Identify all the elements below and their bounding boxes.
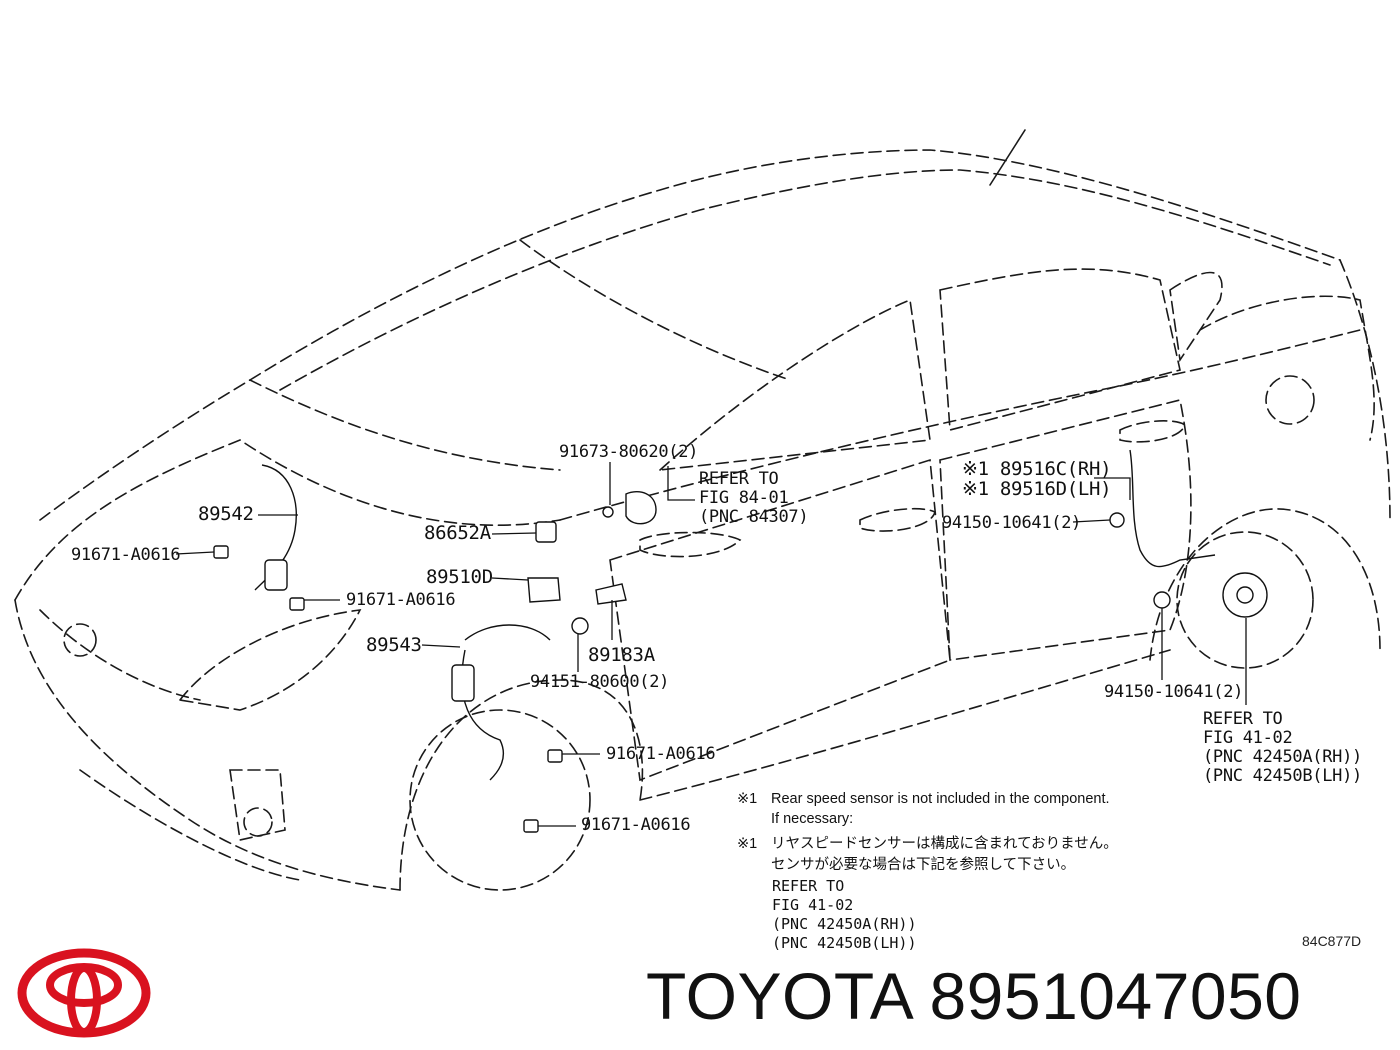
callout-91671-a0616-4: 91671-A0616: [581, 815, 691, 835]
bolt-91671-c: [547, 749, 563, 763]
bolt-91671-b: [289, 597, 305, 611]
note-jp-line2: センサが必要な場合は下記を参照して下さい。: [771, 857, 1076, 873]
callout-89183a: 89183A: [588, 644, 655, 666]
note-mark-jp: ※1: [737, 836, 758, 852]
leader-86652a: [491, 532, 537, 535]
callout-91671-a0616-3: 91671-A0616: [606, 744, 716, 764]
windshield-pillar: [519, 239, 791, 381]
callout-fig-41-02: FIG 41-02: [1203, 728, 1293, 748]
callout-89543: 89543: [366, 634, 422, 656]
rocker: [639, 649, 1171, 801]
rear-hub-center: [1236, 586, 1254, 604]
rear-wheel: [1176, 531, 1314, 669]
front-wheel: [409, 709, 591, 891]
sensor-84307: [625, 491, 657, 525]
door-handle-front: [859, 507, 936, 532]
callout-refer-to-84: REFER TO: [699, 469, 779, 489]
screw-91673: [602, 506, 614, 518]
callout-fig-84-01: FIG 84-01: [699, 488, 789, 508]
callout-pnc-42450b: (PNC 42450B(LH)): [1203, 766, 1362, 786]
callout-94151-80600: 94151-80600(2): [530, 672, 670, 692]
callout-94150-10641-1: 94150-10641(2): [942, 513, 1082, 533]
note-jp-line1: リヤスピードセンサーは構成に含まれておりません。: [771, 836, 1118, 852]
nut-94150-b: [1153, 591, 1171, 609]
windshield-lower: [249, 379, 561, 471]
callout-91673-80620: 91673-80620(2): [559, 442, 699, 462]
hood-line: [39, 379, 251, 521]
callout-91671-a0616-2: 91671-A0616: [346, 590, 456, 610]
tail-lamp: [1199, 295, 1375, 441]
note-en-line1: Rear speed sensor is not included in the…: [771, 791, 1110, 807]
illustration-code: 84C877D: [1302, 933, 1362, 949]
front-fender: [399, 679, 644, 891]
leader-89516: [1094, 477, 1131, 500]
note-pnc-a: (PNC 42450A(RH)): [772, 915, 917, 933]
roof-line: [249, 149, 1341, 381]
front-door: [609, 458, 951, 782]
fuel-cap: [1265, 375, 1315, 425]
note-refer-to: REFER TO: [772, 877, 845, 895]
nut-94150-a: [1109, 512, 1125, 528]
part-title: TOYOTA 8951047050: [646, 959, 1302, 1033]
clip-86652a: [535, 521, 557, 543]
note-mark-en: ※1: [737, 791, 758, 807]
sensor-89543: [451, 664, 475, 702]
rear-body: [1339, 259, 1391, 521]
grille: [39, 609, 201, 701]
rear-window: [939, 268, 1181, 432]
toyota-logo: [17, 948, 151, 1038]
rear-fender: [1149, 508, 1381, 661]
callout-94150-10641-2: 94150-10641(2): [1104, 682, 1244, 702]
foglight-lens: [243, 807, 273, 837]
emblem-front: [63, 623, 97, 657]
foglight: [229, 769, 286, 841]
sensor-89543-wire: [461, 624, 551, 781]
front-bumper: [14, 599, 401, 891]
bracket-89183a: [595, 583, 627, 605]
callout-91671-a0616-1: 91671-A0616: [71, 545, 181, 565]
leader-91671-1: [175, 551, 215, 555]
callout-pnc-84307: (PNC 84307): [699, 507, 809, 527]
door-handle-rear: [1119, 420, 1186, 443]
callout-refer-to-41: REFER TO: [1203, 709, 1283, 729]
bracket-89510d: [527, 577, 561, 603]
leader-89543: [421, 644, 461, 648]
leader-89510d: [491, 577, 529, 581]
leader-84307: [667, 466, 695, 501]
callout-86652a: 86652A: [424, 522, 491, 544]
front-bumper-lower: [79, 769, 301, 881]
front-window: [657, 298, 931, 472]
callout-89542: 89542: [198, 503, 254, 525]
antenna: [989, 129, 1026, 186]
hood-edge: [14, 439, 561, 601]
sensor-89542: [264, 559, 288, 591]
callout-pnc-42450a: (PNC 42450A(RH)): [1203, 747, 1362, 767]
mirror: [639, 531, 742, 558]
note-fig: FIG 41-02: [772, 896, 854, 914]
rear-door: [939, 399, 1192, 661]
quarter-window: [1169, 271, 1223, 363]
note-en-line2: If necessary:: [771, 811, 854, 827]
callout-89516d-lh: ※1 89516D(LH): [962, 478, 1112, 500]
roof-inner: [279, 169, 1331, 391]
rear-sensor-wire: [1129, 449, 1216, 568]
headlight: [178, 609, 362, 711]
bolt-91671-a: [213, 545, 229, 559]
note-pnc-b: (PNC 42450B(LH)): [772, 934, 917, 952]
leader-94150-1: [1072, 519, 1111, 523]
bolt-91671-d: [523, 819, 539, 833]
callout-89516c-rh: ※1 89516C(RH): [962, 458, 1112, 480]
belt-line: [559, 329, 1361, 521]
nut-94151: [571, 617, 589, 635]
callout-89510d: 89510D: [426, 566, 493, 588]
